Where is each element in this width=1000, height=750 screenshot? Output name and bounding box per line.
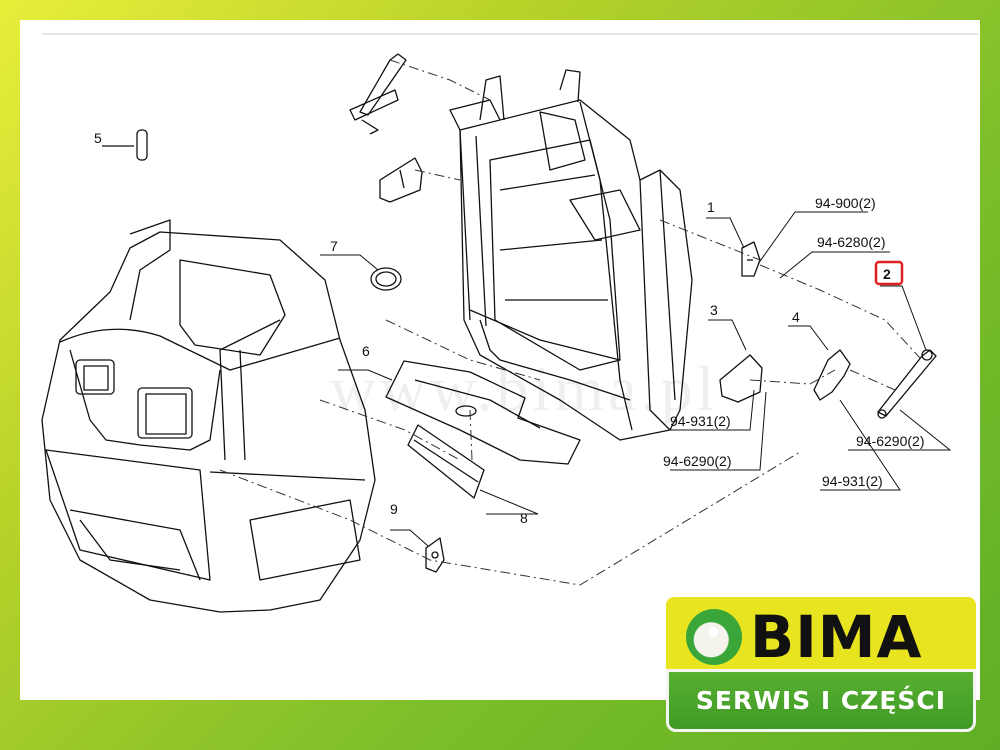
part-ref-94-900: 94-900(2)	[815, 195, 876, 211]
bima-logo: BIMA SERWIS I CZĘŚCI	[666, 597, 976, 732]
diagram-sheet: www.bima.pl	[20, 20, 980, 700]
hood-assembly	[41, 219, 376, 613]
part-ref-94-931-right: 94-931(2)	[822, 473, 883, 489]
callout-9: 9	[390, 501, 398, 517]
part-1-bracket	[741, 241, 761, 277]
part-9-clip	[425, 537, 445, 573]
radiator-frame	[449, 69, 693, 441]
callout-2-highlight	[874, 260, 904, 286]
logo-top-panel: BIMA	[666, 597, 976, 677]
callout-3: 3	[710, 302, 718, 318]
callout-8: 8	[520, 510, 528, 526]
parts-diagram: 5 1 2 3 4 7 6 8 9 94-900(2) 94-6280(2) 9…	[41, 33, 978, 613]
part-5-sleeve	[102, 129, 148, 161]
callout-5: 5	[94, 130, 102, 146]
part-ref-94-6290-left: 94-6290(2)	[663, 453, 732, 469]
callout-7: 7	[330, 238, 338, 254]
part-8-plate	[407, 424, 485, 499]
callout-2: 2	[883, 266, 891, 282]
callout-4: 4	[792, 309, 800, 325]
part-6-panel	[385, 360, 581, 465]
logo-ball-icon	[686, 609, 742, 665]
callout-6: 6	[362, 343, 370, 359]
logo-tagline: SERWIS I CZĘŚCI	[695, 686, 947, 715]
leader-lines	[320, 211, 952, 547]
assembly-lines	[219, 59, 921, 586]
callout-1: 1	[707, 199, 715, 215]
left-bracket	[379, 157, 423, 203]
part-7-ring	[370, 267, 402, 291]
watermark-text: www.bima.pl	[330, 353, 719, 424]
part-ref-94-6280: 94-6280(2)	[817, 234, 886, 250]
part-ref-94-6290-right: 94-6290(2)	[856, 433, 925, 449]
mounting-rod	[349, 53, 407, 135]
logo-bottom-panel: SERWIS I CZĘŚCI	[666, 669, 976, 732]
part-2-rod	[877, 349, 937, 419]
part-3-bracket	[719, 354, 763, 403]
part-4-bracket	[813, 349, 851, 401]
part-ref-94-931-left: 94-931(2)	[670, 413, 731, 429]
logo-brand: BIMA	[750, 603, 923, 671]
